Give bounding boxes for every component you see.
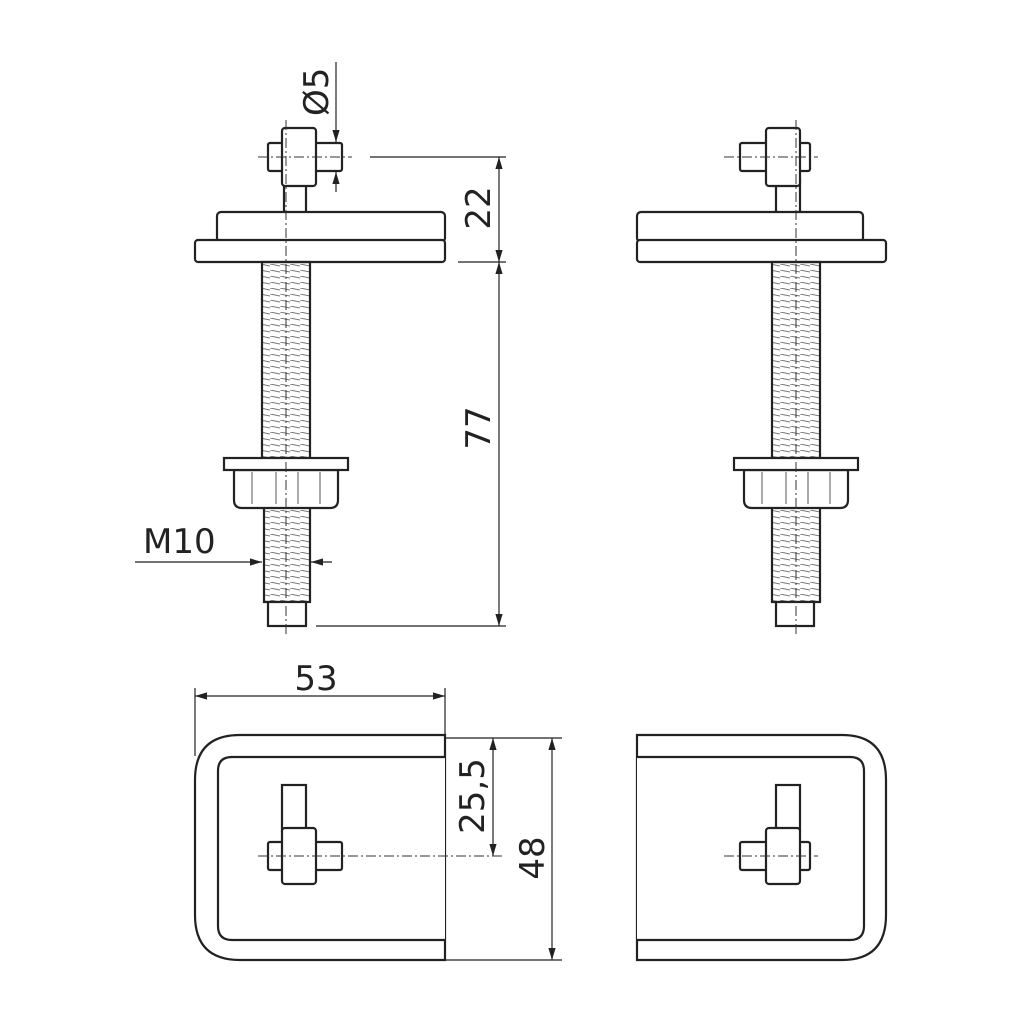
base-top-view-right bbox=[635, 733, 888, 962]
dimension-lines bbox=[135, 62, 562, 961]
shaft-length-label: 77 bbox=[459, 406, 499, 449]
bolt-front-view-right bbox=[635, 120, 888, 636]
center-offset-label: 25,5 bbox=[453, 758, 493, 834]
depth-label: 48 bbox=[513, 836, 553, 879]
width-label: 53 bbox=[294, 659, 337, 699]
pin-diameter-label: Ø5 bbox=[297, 68, 337, 116]
base-top-view-left bbox=[193, 733, 447, 962]
bolt-front-view-left bbox=[193, 120, 447, 636]
thread-label: M10 bbox=[143, 522, 216, 562]
head-height-label: 22 bbox=[459, 186, 499, 229]
